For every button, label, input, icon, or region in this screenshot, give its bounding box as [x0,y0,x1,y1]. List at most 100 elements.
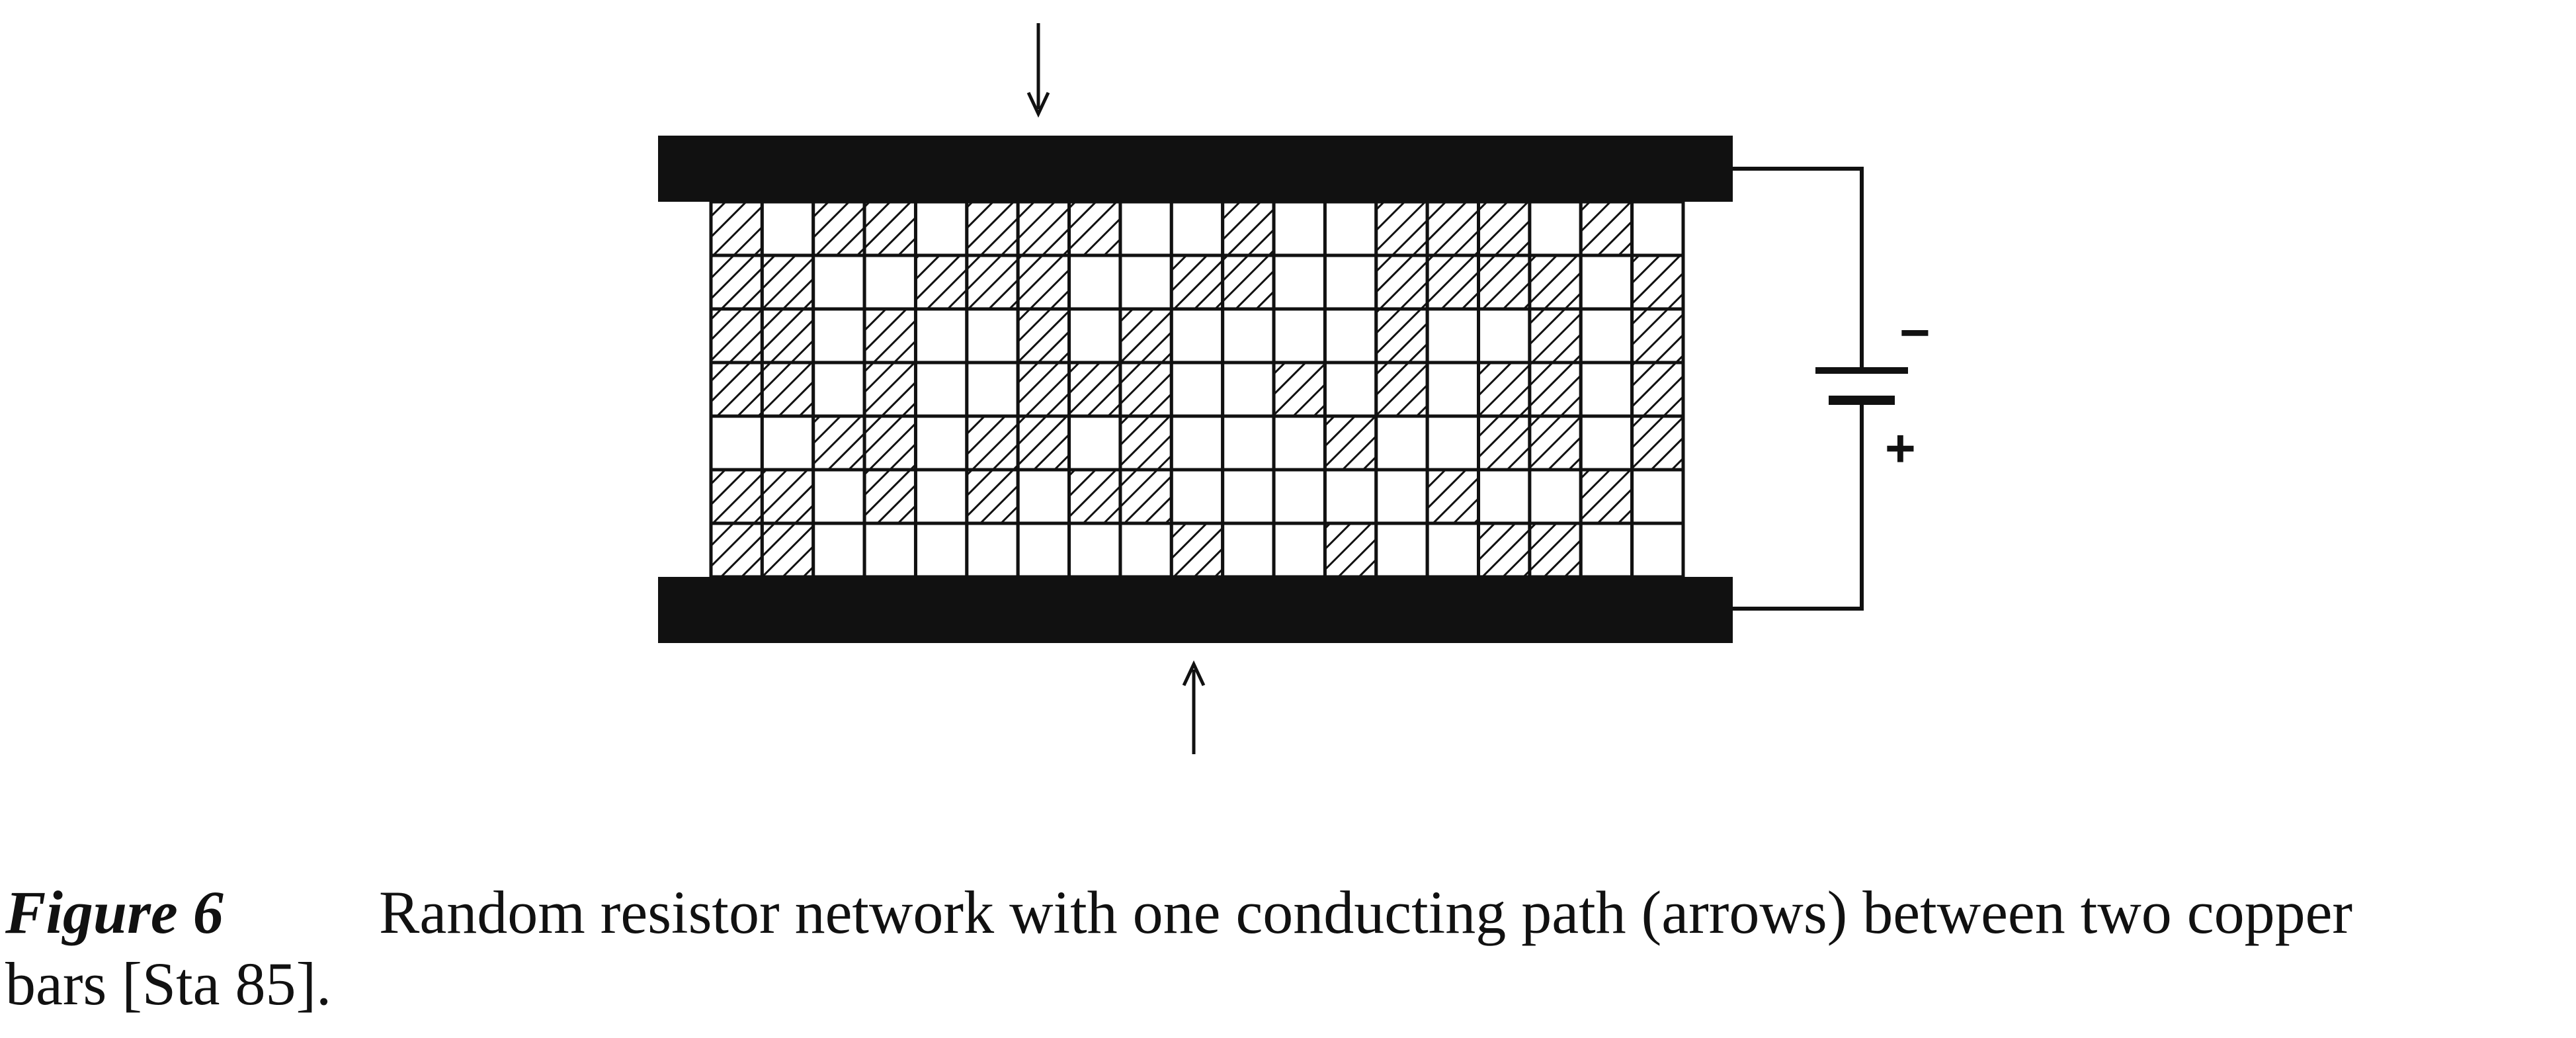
top-copper-bar [658,136,1733,202]
conducting-cell [1630,253,1685,311]
empty-cell [811,253,866,311]
empty-cell [760,200,815,257]
conducting-cell [965,253,1020,311]
battery-circuit: − + [1733,167,1931,611]
empty-cell [1169,414,1225,472]
empty-cell [913,200,969,257]
conducting-cell [1118,361,1173,418]
battery-minus-sign: − [1899,303,1931,362]
conducting-cell [862,307,917,365]
conducting-cell [1477,521,1532,579]
conducting-cell [811,414,866,472]
empty-cell [1067,521,1122,579]
conducting-cell [709,307,764,365]
conducting-cell [965,414,1020,472]
conducting-cell [709,361,764,418]
empty-cell [1579,253,1634,311]
empty-cell [1221,307,1276,365]
conducting-cell [709,468,764,525]
conducting-cell [1630,307,1685,365]
empty-cell [1477,307,1532,365]
conducting-cell [1016,307,1071,365]
conducting-cell [709,200,764,257]
battery-plus-sign: + [1885,419,1916,478]
empty-cell [1272,253,1327,311]
conducting-cell [1272,361,1327,418]
empty-cell [1272,521,1327,579]
empty-cell [1323,361,1378,418]
conducting-cell [760,361,815,418]
empty-cell [1221,361,1276,418]
conducting-cell [1016,414,1071,472]
empty-cell [1630,521,1685,579]
empty-cell [1528,200,1583,257]
empty-cell [862,253,917,311]
empty-cell [1016,521,1071,579]
empty-cell [1323,200,1378,257]
empty-cell [1067,253,1122,311]
empty-cell [1528,468,1583,525]
figure-label: Figure 6 [5,879,224,946]
conducting-cell [965,468,1020,525]
empty-cell [1374,521,1429,579]
empty-cell [1272,200,1327,257]
caption-text-line2: bars [Sta 85]. [5,950,332,1017]
empty-cell [1221,414,1276,472]
caption-text-line1: Random resistor network with one conduct… [379,879,2353,946]
empty-cell [913,307,969,365]
empty-cell [811,521,866,579]
conducting-cell [760,253,815,311]
empty-cell [1272,414,1327,472]
empty-cell [1630,200,1685,257]
conducting-cell [1016,200,1071,257]
empty-cell [1477,468,1532,525]
empty-cell [913,414,969,472]
conducting-cell [1477,414,1532,472]
empty-cell [1169,307,1225,365]
empty-cell [1221,468,1276,525]
empty-cell [1579,307,1634,365]
conducting-cell [1425,468,1481,525]
conducting-cell [1374,361,1429,418]
figure-caption: Figure 6 Random resistor network with one… [5,877,2571,1019]
empty-cell [1169,200,1225,257]
conducting-cell [1528,521,1583,579]
empty-cell [1323,307,1378,365]
conducting-cell [760,307,815,365]
conducting-cell [1067,200,1122,257]
empty-cell [965,307,1020,365]
empty-cell [1067,414,1122,472]
conducting-cell [1528,414,1583,472]
conducting-cell [862,468,917,525]
conducting-cell [1630,361,1685,418]
conducting-cell [1477,200,1532,257]
empty-cell [709,414,764,472]
conducting-cell [1374,253,1429,311]
resistor-grid [709,200,1685,579]
conducting-cell [1374,307,1429,365]
conducting-cell [1579,468,1634,525]
empty-cell [811,361,866,418]
empty-cell [913,361,969,418]
empty-cell [760,414,815,472]
conducting-cell [1118,468,1173,525]
empty-cell [1272,307,1327,365]
conducting-cell [760,521,815,579]
empty-cell [1323,253,1378,311]
empty-cell [1579,521,1634,579]
conducting-cell [965,200,1020,257]
empty-cell [1118,521,1173,579]
empty-cell [1118,253,1173,311]
empty-cell [1169,361,1225,418]
conducting-cell [1374,200,1429,257]
empty-cell [913,521,969,579]
empty-cell [811,468,866,525]
conducting-cell [1016,361,1071,418]
bottom-copper-bar [658,577,1733,643]
conducting-cell [1528,361,1583,418]
empty-cell [1425,307,1481,365]
empty-cell [965,521,1020,579]
empty-cell [1630,468,1685,525]
empty-cell [1425,521,1481,579]
